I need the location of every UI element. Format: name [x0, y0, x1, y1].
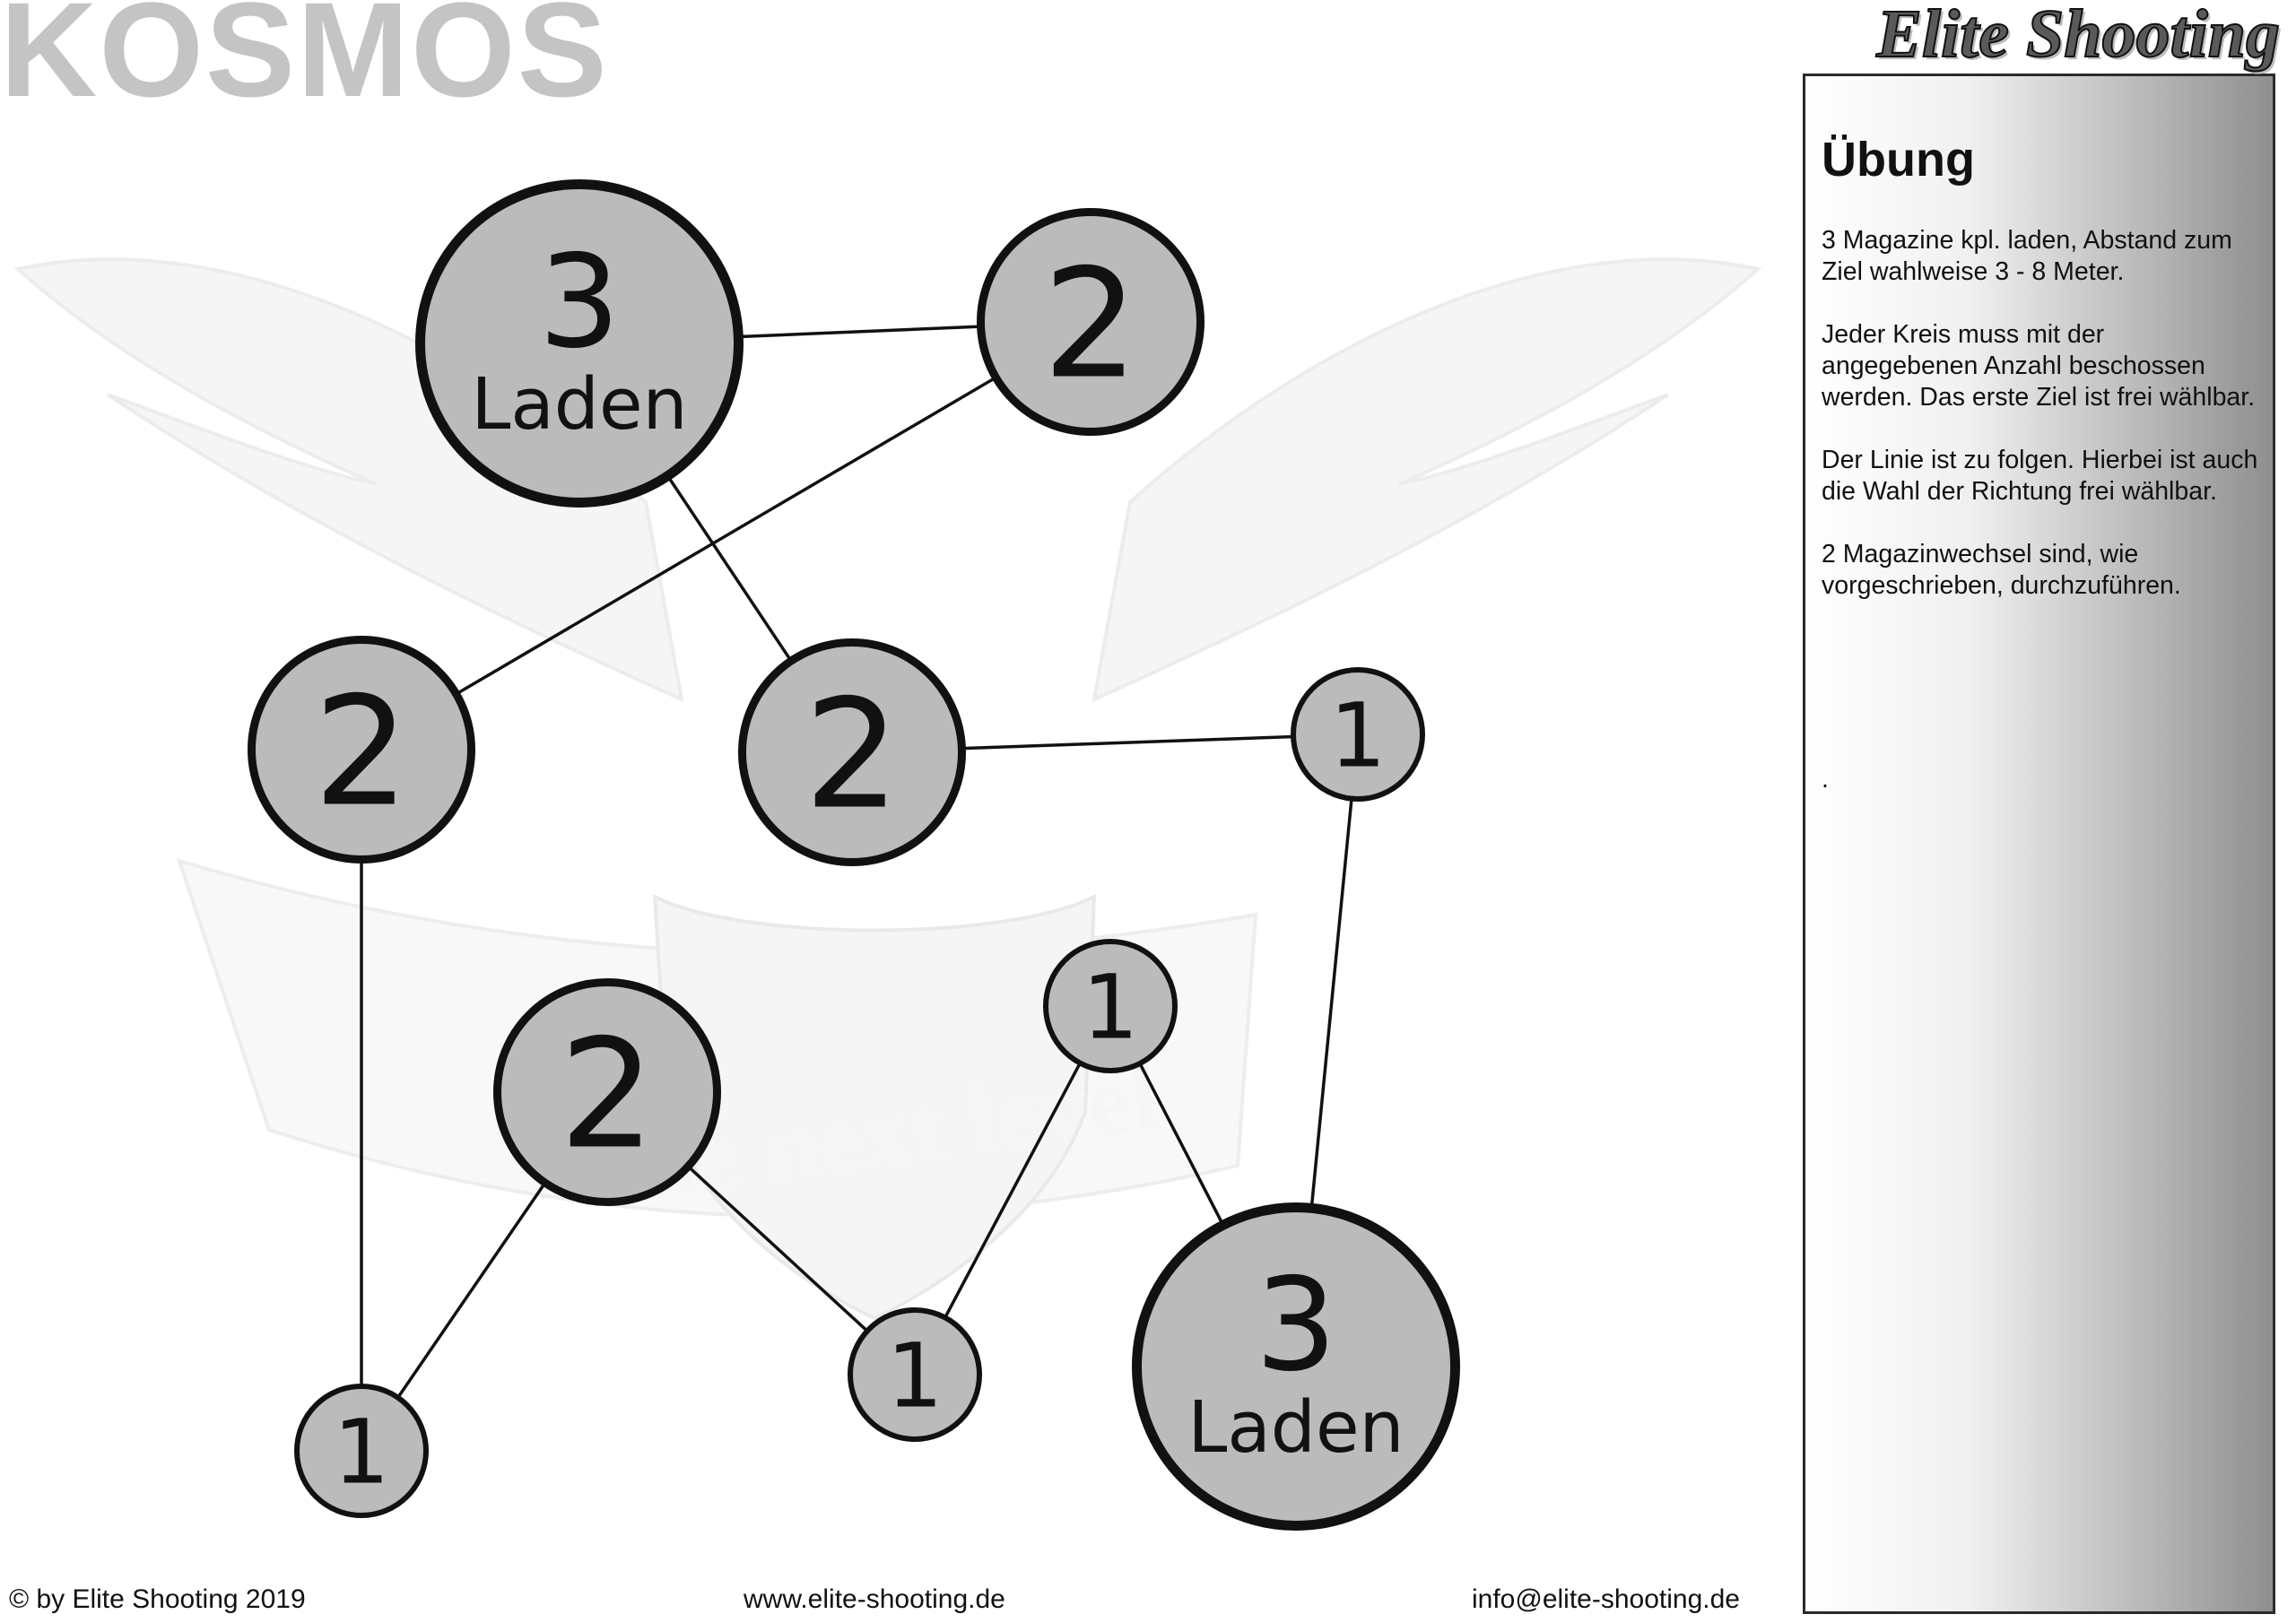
reload-label: Laden [471, 363, 687, 446]
target-circle-shape [415, 179, 744, 508]
target-circle-shape [1132, 1202, 1460, 1531]
instruction-paragraph: 2 Magazinwechsel sind, wie vorgeschriebe… [1822, 540, 2181, 600]
target-circle: 2 [248, 636, 475, 864]
panel-heading: Übung [1822, 133, 1975, 187]
footer-website: www.elite-shooting.de [744, 1584, 1005, 1614]
target-circle: 1 [294, 1384, 429, 1518]
shot-count: 1 [887, 1325, 944, 1428]
target-circle: 1 [1043, 939, 1178, 1073]
target-circle: 1 [848, 1307, 982, 1442]
instruction-paragraph: 3 Magazine kpl. laden, Abstand zum Ziel … [1822, 226, 2232, 286]
target-circle-shape [738, 638, 966, 866]
connector-line [361, 320, 1091, 751]
target-circle: 2 [977, 208, 1205, 436]
footer-copyright: © by Elite Shooting 2019 [9, 1584, 306, 1614]
instruction-paragraph: Der Linie ist zu folgen. Hierbei ist auc… [1822, 446, 2258, 506]
shot-count: 1 [1083, 957, 1139, 1060]
target-circle: 1 [1291, 667, 1425, 802]
target-circle-shape [493, 978, 721, 1206]
shot-count: 3 [1256, 1250, 1337, 1400]
page-title: KOSMOS [0, 0, 609, 125]
target-circle: 2 [738, 638, 966, 866]
target-circle-shape [248, 636, 475, 864]
target-circle: 2 [493, 978, 721, 1206]
target-circle-shape [1291, 667, 1425, 802]
exercise-panel: Übung 3 Magazine kpl. laden, Abstand zum… [1803, 74, 2275, 1614]
shot-count: 2 [560, 1006, 656, 1182]
shot-count: 3 [539, 227, 621, 377]
shot-count: 2 [314, 664, 410, 839]
footer-email: info@elite-shooting.de [1472, 1584, 1740, 1614]
brand-logo: Elite Shooting [1875, 0, 2281, 72]
shot-count: 2 [804, 666, 900, 842]
instruction-paragraph: Jeder Kreis muss mit der angegebenen Anz… [1822, 320, 2256, 412]
shot-count: 1 [1330, 685, 1387, 788]
target-circle-shape [977, 208, 1205, 436]
exercise-instructions: 3 Magazine kpl. laden, Abstand zum Ziel … [1822, 225, 2261, 827]
shot-count: 1 [334, 1402, 390, 1505]
target-circle-shape [1043, 939, 1178, 1073]
target-circle-shape [294, 1384, 429, 1518]
connector-line [913, 1005, 1112, 1376]
shot-count: 2 [1043, 236, 1139, 412]
reload-label: Laden [1187, 1386, 1404, 1469]
target-circle-shape [848, 1307, 982, 1442]
trailing-dot: . [1822, 765, 1829, 794]
